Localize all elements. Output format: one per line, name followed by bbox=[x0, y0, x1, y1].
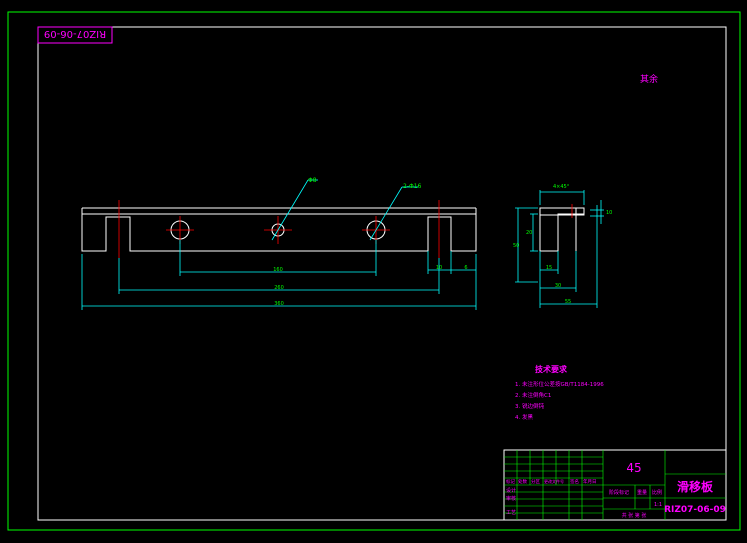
top-drawing-number: RIZ07-06-09 bbox=[44, 28, 106, 39]
tech-item-1: 1. 未注形位公差按GB/T1184-1996 bbox=[515, 380, 604, 388]
label-hole-big: 2-Φ16 bbox=[403, 183, 422, 190]
tech-title: 技术要求 bbox=[535, 364, 568, 374]
side-outline bbox=[539, 207, 585, 252]
side-h2-label: 20 bbox=[526, 230, 532, 236]
tech-requirements: 技术要求 1. 未注形位公差按GB/T1184-1996 2. 未注倒角C1 3… bbox=[515, 364, 604, 421]
side-h-label: 50 bbox=[513, 243, 519, 249]
inner-frame bbox=[37, 26, 727, 521]
side-w3-label: 55 bbox=[565, 299, 571, 305]
stage-mark-label: 阶段标记 bbox=[609, 489, 629, 496]
dim-inner: 160 bbox=[273, 267, 283, 273]
front-view: Φ8 2-Φ16 160 260 360 10 6 bbox=[81, 177, 477, 310]
scale-label: 比例 bbox=[652, 489, 662, 496]
side-w2-label: 15 bbox=[546, 265, 552, 271]
col-label-date: 年月日 bbox=[583, 478, 597, 485]
scale: 1:1 bbox=[654, 502, 662, 508]
tech-item-3: 3. 锐边倒钝 bbox=[515, 402, 544, 410]
front-dimensions bbox=[81, 240, 477, 310]
weight-label: 重量 bbox=[637, 489, 647, 496]
top-drawing-number-box bbox=[37, 26, 113, 44]
side-top-label: 4×45° bbox=[553, 184, 570, 190]
title-block: 45 滑移板 RIZ07-06-09 1:1 阶段标记 重量 比例 共 张 第 … bbox=[503, 449, 727, 521]
side-dimensions bbox=[515, 190, 604, 308]
dim-side-left-b: 6 bbox=[464, 265, 467, 271]
surface-note: 其余 bbox=[640, 73, 658, 85]
dim-mid: 260 bbox=[274, 285, 284, 291]
part-name: 滑移板 bbox=[677, 479, 714, 494]
tech-item-4: 4. 发黑 bbox=[515, 413, 533, 421]
sheet-info: 共 张 第 张 bbox=[622, 512, 647, 519]
row-label-design: 设计 bbox=[506, 487, 516, 494]
outer-frame bbox=[7, 11, 741, 531]
col-label-signature: 签名 bbox=[570, 478, 579, 485]
drawing-number: RIZ07-06-09 bbox=[664, 505, 726, 515]
label-hole-small: Φ8 bbox=[308, 177, 317, 184]
col-label-change-doc: 更改文件号 bbox=[544, 478, 564, 484]
row-label-process: 工艺 bbox=[506, 510, 516, 516]
side-view: 4×45° 50 20 15 30 55 10 bbox=[513, 184, 612, 308]
tech-item-2: 2. 未注倒角C1 bbox=[515, 391, 551, 399]
dim-overall: 360 bbox=[274, 301, 284, 307]
dim-side-right: 10 bbox=[606, 210, 612, 216]
col-label-mark: 标记 bbox=[506, 478, 515, 485]
dim-side-left-a: 10 bbox=[436, 265, 442, 271]
plate-outline bbox=[81, 208, 477, 252]
side-w1-label: 30 bbox=[555, 283, 561, 289]
title-block-grid bbox=[504, 450, 726, 520]
row-label-review: 审核 bbox=[506, 495, 516, 502]
material: 45 bbox=[626, 461, 641, 475]
col-label-count: 处数 bbox=[518, 478, 527, 485]
col-label-zone: 分区 bbox=[531, 478, 540, 485]
